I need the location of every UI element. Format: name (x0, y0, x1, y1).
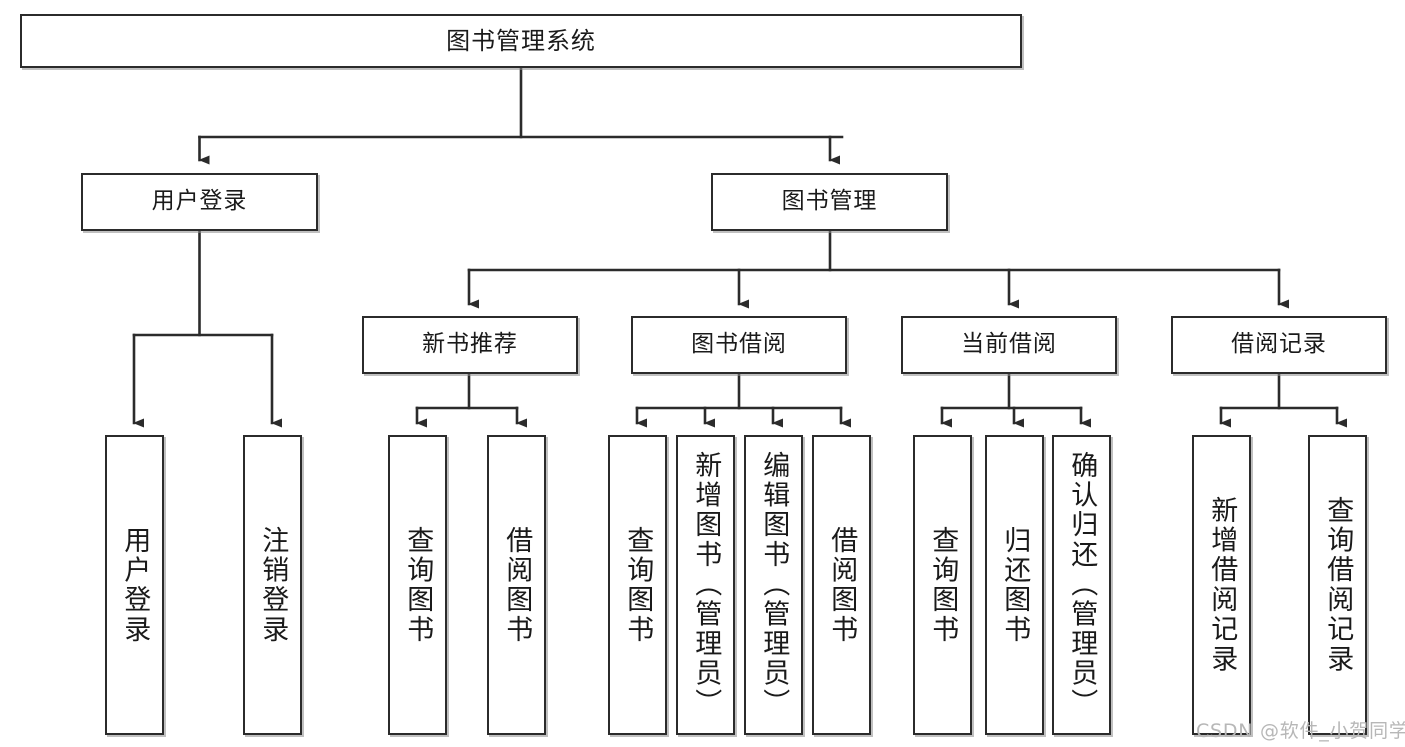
node-book-manage[interactable]: 图书管理 (711, 173, 948, 231)
node-leaf-borrow-book-2[interactable]: 借阅图书 (812, 435, 871, 735)
node-leaf-user-login-label: 用户登录 (119, 525, 151, 645)
node-leaf-add-book[interactable]: 新增图书（管理员） (676, 435, 735, 735)
node-new-book-recommend[interactable]: 新书推荐 (362, 316, 578, 374)
node-current-borrow[interactable]: 当前借阅 (901, 316, 1117, 374)
node-book-borrow[interactable]: 图书借阅 (631, 316, 847, 374)
node-leaf-query-book-2-label: 查询图书 (622, 525, 654, 645)
node-leaf-edit-book[interactable]: 编辑图书（管理员） (744, 435, 803, 735)
node-borrow-record[interactable]: 借阅记录 (1171, 316, 1387, 374)
node-leaf-user-login[interactable]: 用户登录 (105, 435, 164, 735)
node-leaf-query-book-2[interactable]: 查询图书 (608, 435, 667, 735)
node-borrow-record-label: 借阅记录 (1231, 331, 1327, 358)
node-leaf-add-record[interactable]: 新增借阅记录 (1192, 435, 1251, 735)
node-leaf-borrow-book-1[interactable]: 借阅图书 (487, 435, 546, 735)
node-leaf-query-book-3-label: 查询图书 (927, 525, 959, 645)
node-user-login[interactable]: 用户登录 (81, 173, 318, 231)
node-leaf-query-book-1-label: 查询图书 (402, 525, 434, 645)
node-leaf-query-record[interactable]: 查询借阅记录 (1308, 435, 1367, 735)
node-leaf-return-book-label: 归还图书 (999, 525, 1031, 645)
node-leaf-query-book-3[interactable]: 查询图书 (913, 435, 972, 735)
node-leaf-return-book[interactable]: 归还图书 (985, 435, 1044, 735)
node-leaf-logout[interactable]: 注销登录 (243, 435, 302, 735)
node-book-borrow-label: 图书借阅 (691, 331, 787, 358)
node-new-book-recommend-label: 新书推荐 (422, 331, 518, 358)
node-leaf-add-record-label: 新增借阅记录 (1206, 495, 1238, 675)
node-leaf-borrow-book-1-label: 借阅图书 (501, 525, 533, 645)
node-book-manage-label: 图书管理 (781, 188, 878, 215)
node-leaf-edit-book-label: 编辑图书（管理员） (758, 451, 790, 719)
node-current-borrow-label: 当前借阅 (961, 331, 1057, 358)
node-leaf-query-record-label: 查询借阅记录 (1322, 495, 1354, 675)
node-leaf-query-book-1[interactable]: 查询图书 (388, 435, 447, 735)
node-leaf-confirm-return-label: 确认归还（管理员） (1066, 451, 1098, 719)
node-leaf-borrow-book-2-label: 借阅图书 (826, 525, 858, 645)
node-leaf-logout-label: 注销登录 (257, 525, 289, 645)
node-root-label: 图书管理系统 (446, 26, 596, 55)
node-leaf-confirm-return[interactable]: 确认归还（管理员） (1052, 435, 1111, 735)
csdn-watermark: CSDN @软件_小贺同学 (1196, 720, 1405, 742)
node-root[interactable]: 图书管理系统 (20, 14, 1022, 68)
node-leaf-add-book-label: 新增图书（管理员） (690, 451, 722, 719)
node-user-login-label: 用户登录 (151, 188, 248, 215)
